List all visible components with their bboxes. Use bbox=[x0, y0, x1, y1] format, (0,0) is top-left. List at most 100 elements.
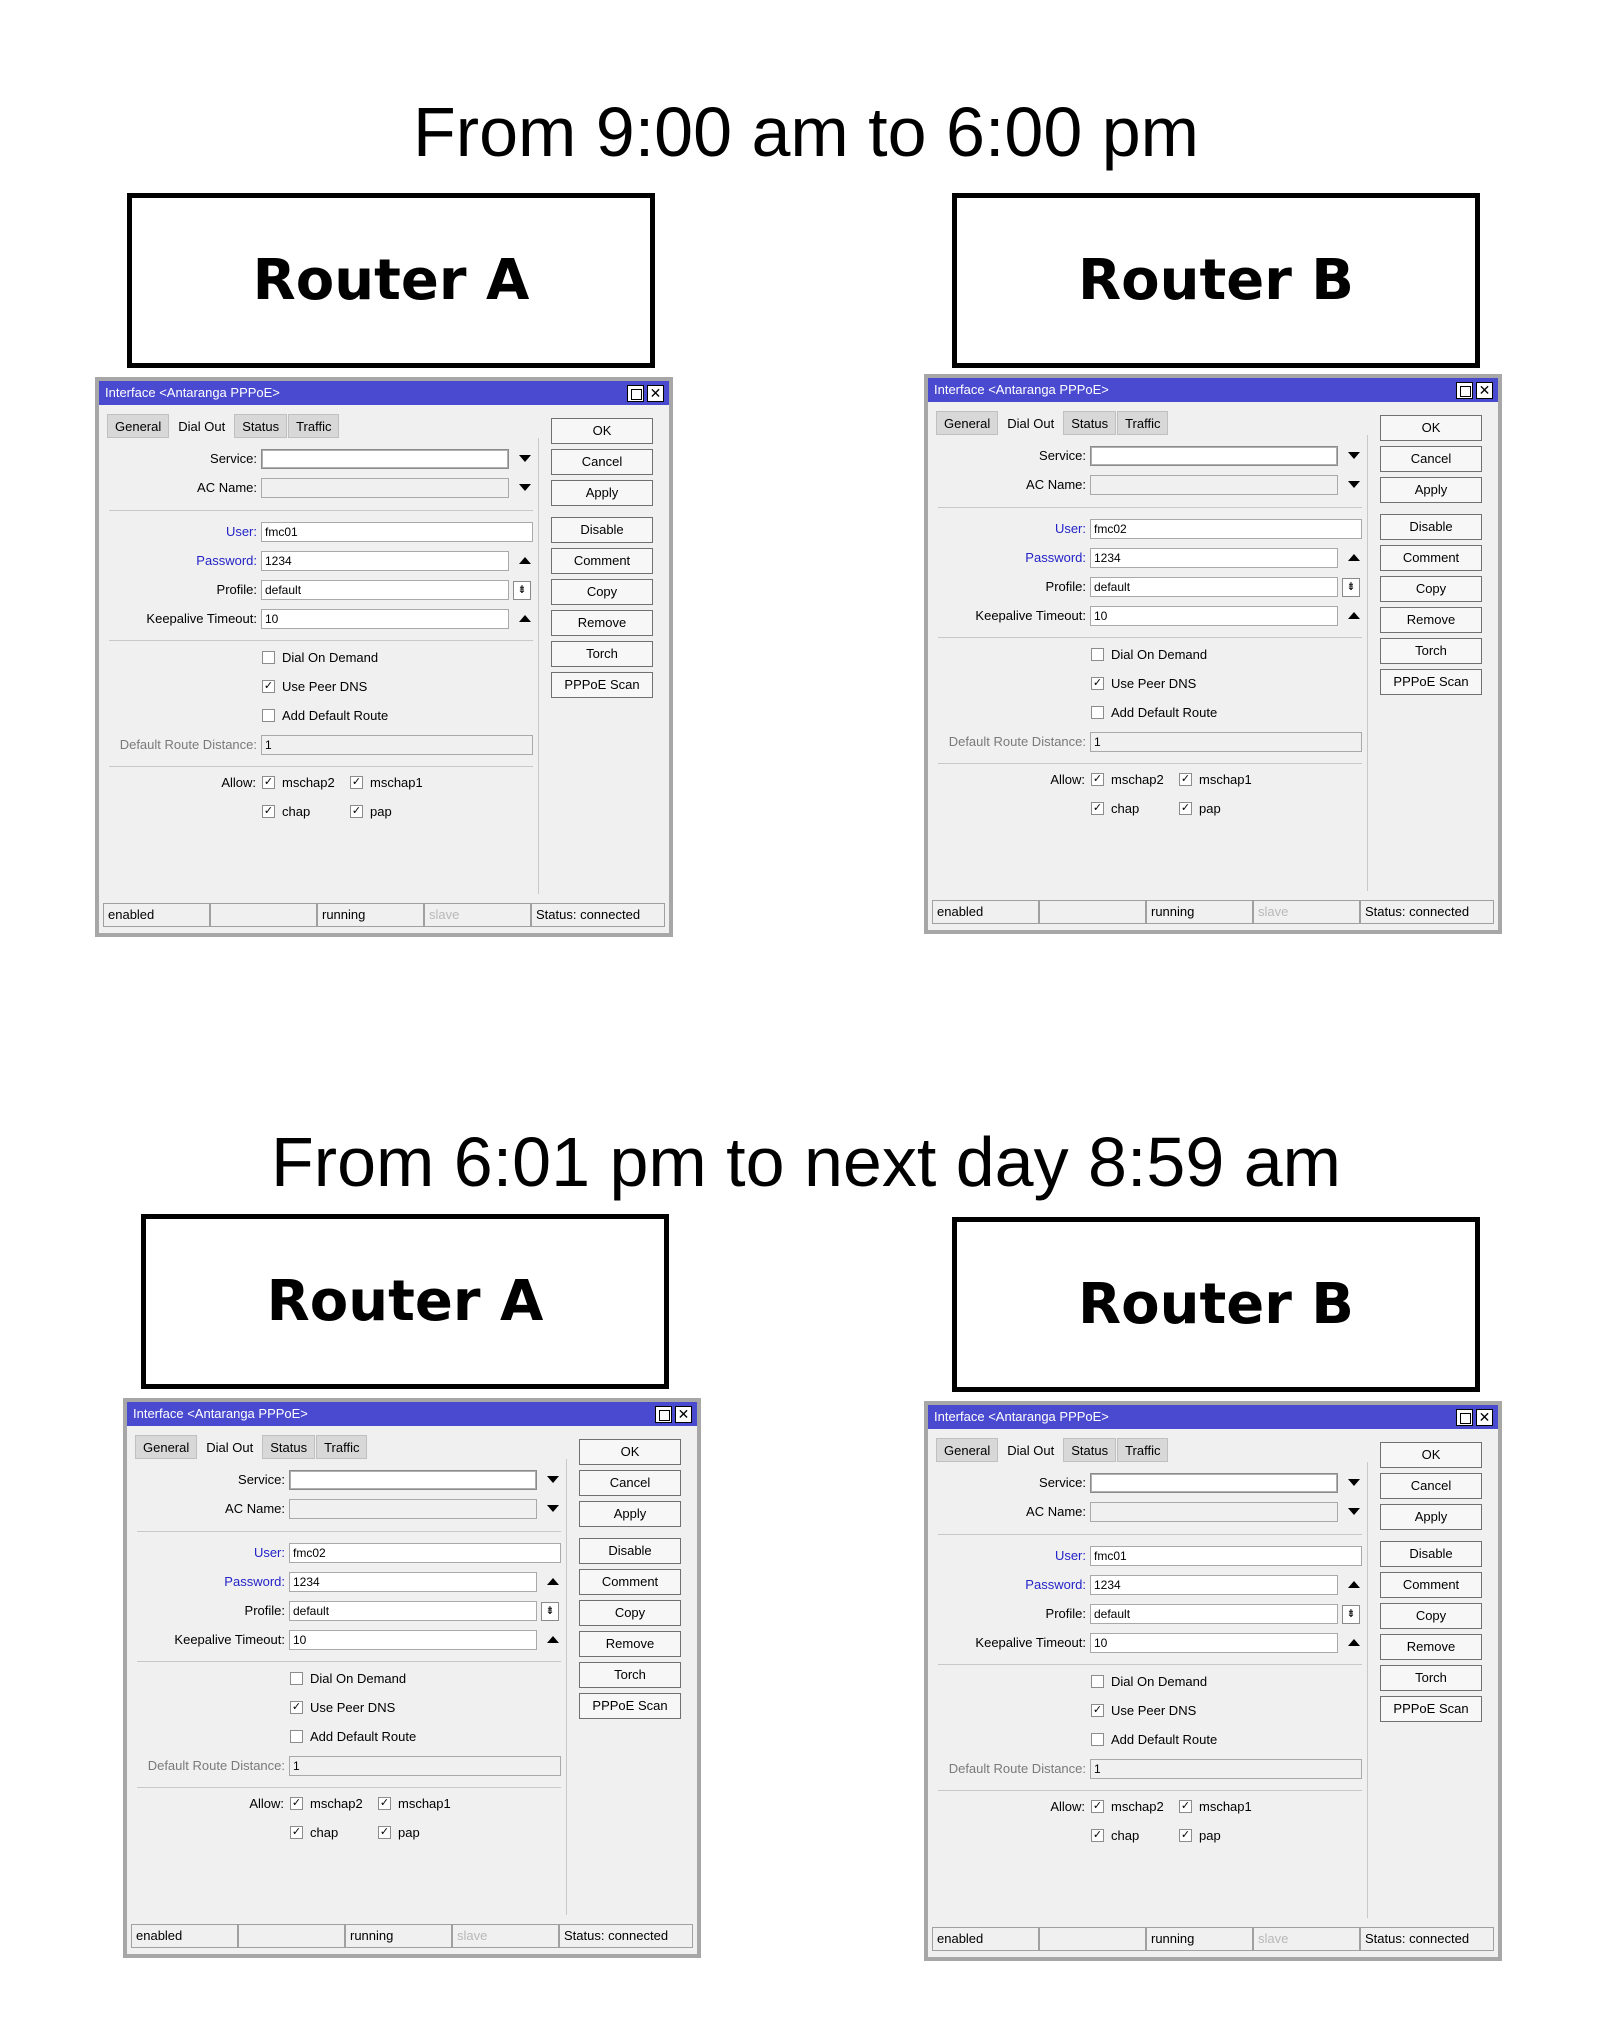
ac-name-select[interactable] bbox=[1090, 1502, 1338, 1522]
tab-traffic[interactable]: Traffic bbox=[1117, 411, 1169, 435]
use-peer-dns-checkbox[interactable]: ✓ bbox=[290, 1701, 303, 1714]
maximize-icon[interactable] bbox=[1456, 1409, 1473, 1426]
default-route-distance-field[interactable]: 1 bbox=[1090, 1759, 1362, 1779]
add-default-route-checkbox[interactable] bbox=[262, 709, 275, 722]
mschap1-checkbox[interactable]: ✓ bbox=[378, 1797, 391, 1810]
chap-checkbox[interactable]: ✓ bbox=[262, 805, 275, 818]
keepalive-collapse-icon[interactable] bbox=[1348, 1639, 1360, 1646]
pppoe-scan-button[interactable]: PPPoE Scan bbox=[1380, 669, 1482, 695]
default-route-distance-field[interactable]: 1 bbox=[289, 1756, 561, 1776]
comment-button[interactable]: Comment bbox=[579, 1569, 681, 1595]
ok-button[interactable]: OK bbox=[1380, 1442, 1482, 1468]
profile-dropdown-icon[interactable]: ⇟ bbox=[513, 581, 531, 600]
mschap1-checkbox[interactable]: ✓ bbox=[1179, 1800, 1192, 1813]
profile-select[interactable]: default bbox=[289, 1601, 537, 1621]
tab-status[interactable]: Status bbox=[1063, 1438, 1117, 1462]
tab-general[interactable]: General bbox=[936, 411, 999, 435]
comment-button[interactable]: Comment bbox=[551, 548, 653, 574]
dial-on-demand-checkbox[interactable] bbox=[290, 1672, 303, 1685]
tab-traffic[interactable]: Traffic bbox=[288, 414, 340, 438]
add-default-route-checkbox[interactable] bbox=[290, 1730, 303, 1743]
password-collapse-icon[interactable] bbox=[1348, 1581, 1360, 1588]
copy-button[interactable]: Copy bbox=[579, 1600, 681, 1626]
ac-name-select[interactable] bbox=[289, 1499, 537, 1519]
remove-button[interactable]: Remove bbox=[1380, 607, 1482, 633]
dial-on-demand-checkbox[interactable] bbox=[1091, 648, 1104, 661]
apply-button[interactable]: Apply bbox=[551, 480, 653, 506]
ac-name-dropdown-icon[interactable] bbox=[519, 484, 531, 491]
keepalive-collapse-icon[interactable] bbox=[519, 615, 531, 622]
pap-checkbox[interactable]: ✓ bbox=[1179, 802, 1192, 815]
tab-general[interactable]: General bbox=[107, 414, 170, 438]
apply-button[interactable]: Apply bbox=[1380, 477, 1482, 503]
profile-dropdown-icon[interactable]: ⇟ bbox=[1342, 578, 1360, 597]
profile-dropdown-icon[interactable]: ⇟ bbox=[1342, 1605, 1360, 1624]
pap-checkbox[interactable]: ✓ bbox=[378, 1826, 391, 1839]
service-dropdown-icon[interactable] bbox=[547, 1476, 559, 1483]
password-field[interactable]: 1234 bbox=[1090, 1575, 1338, 1595]
pppoe-scan-button[interactable]: PPPoE Scan bbox=[579, 1693, 681, 1719]
disable-button[interactable]: Disable bbox=[1380, 514, 1482, 540]
password-collapse-icon[interactable] bbox=[547, 1578, 559, 1585]
dial-on-demand-checkbox[interactable] bbox=[1091, 1675, 1104, 1688]
mschap1-checkbox[interactable]: ✓ bbox=[1179, 773, 1192, 786]
user-field[interactable]: fmc01 bbox=[1090, 1546, 1362, 1566]
keepalive-timeout-field[interactable]: 10 bbox=[1090, 606, 1338, 626]
keepalive-timeout-field[interactable]: 10 bbox=[261, 609, 509, 629]
cancel-button[interactable]: Cancel bbox=[579, 1470, 681, 1496]
copy-button[interactable]: Copy bbox=[551, 579, 653, 605]
comment-button[interactable]: Comment bbox=[1380, 1572, 1482, 1598]
use-peer-dns-checkbox[interactable]: ✓ bbox=[1091, 677, 1104, 690]
close-icon[interactable]: ✕ bbox=[675, 1406, 692, 1423]
ac-name-dropdown-icon[interactable] bbox=[1348, 481, 1360, 488]
use-peer-dns-checkbox[interactable]: ✓ bbox=[1091, 1704, 1104, 1717]
close-icon[interactable]: ✕ bbox=[1476, 1409, 1493, 1426]
user-field[interactable]: fmc02 bbox=[1090, 519, 1362, 539]
cancel-button[interactable]: Cancel bbox=[1380, 1473, 1482, 1499]
torch-button[interactable]: Torch bbox=[1380, 1665, 1482, 1691]
remove-button[interactable]: Remove bbox=[551, 610, 653, 636]
tab-status[interactable]: Status bbox=[262, 1435, 316, 1459]
profile-dropdown-icon[interactable]: ⇟ bbox=[541, 1602, 559, 1621]
comment-button[interactable]: Comment bbox=[1380, 545, 1482, 571]
maximize-icon[interactable] bbox=[627, 385, 644, 402]
tab-dial-out[interactable]: Dial Out bbox=[999, 1438, 1063, 1462]
mschap2-checkbox[interactable]: ✓ bbox=[1091, 773, 1104, 786]
service-select[interactable] bbox=[261, 449, 509, 469]
dial-on-demand-checkbox[interactable] bbox=[262, 651, 275, 664]
close-icon[interactable]: ✕ bbox=[1476, 382, 1493, 399]
tab-dial-out[interactable]: Dial Out bbox=[999, 411, 1063, 435]
add-default-route-checkbox[interactable] bbox=[1091, 1733, 1104, 1746]
ac-name-select[interactable] bbox=[261, 478, 509, 498]
mschap2-checkbox[interactable]: ✓ bbox=[290, 1797, 303, 1810]
chap-checkbox[interactable]: ✓ bbox=[1091, 1829, 1104, 1842]
password-collapse-icon[interactable] bbox=[1348, 554, 1360, 561]
torch-button[interactable]: Torch bbox=[1380, 638, 1482, 664]
copy-button[interactable]: Copy bbox=[1380, 1603, 1482, 1629]
tab-dial-out[interactable]: Dial Out bbox=[170, 414, 234, 438]
service-dropdown-icon[interactable] bbox=[1348, 452, 1360, 459]
ac-name-select[interactable] bbox=[1090, 475, 1338, 495]
close-icon[interactable]: ✕ bbox=[647, 385, 664, 402]
pap-checkbox[interactable]: ✓ bbox=[350, 805, 363, 818]
keepalive-collapse-icon[interactable] bbox=[547, 1636, 559, 1643]
profile-select[interactable]: default bbox=[1090, 1604, 1338, 1624]
user-field[interactable]: fmc01 bbox=[261, 522, 533, 542]
tab-status[interactable]: Status bbox=[234, 414, 288, 438]
maximize-icon[interactable] bbox=[1456, 382, 1473, 399]
disable-button[interactable]: Disable bbox=[579, 1538, 681, 1564]
use-peer-dns-checkbox[interactable]: ✓ bbox=[262, 680, 275, 693]
disable-button[interactable]: Disable bbox=[551, 517, 653, 543]
tab-traffic[interactable]: Traffic bbox=[1117, 1438, 1169, 1462]
mschap2-checkbox[interactable]: ✓ bbox=[1091, 1800, 1104, 1813]
pppoe-scan-button[interactable]: PPPoE Scan bbox=[1380, 1696, 1482, 1722]
window-titlebar[interactable]: Interface <Antaranga PPPoE> ✕ bbox=[928, 378, 1498, 402]
pap-checkbox[interactable]: ✓ bbox=[1179, 1829, 1192, 1842]
mschap2-checkbox[interactable]: ✓ bbox=[262, 776, 275, 789]
ok-button[interactable]: OK bbox=[1380, 415, 1482, 441]
add-default-route-checkbox[interactable] bbox=[1091, 706, 1104, 719]
torch-button[interactable]: Torch bbox=[551, 641, 653, 667]
remove-button[interactable]: Remove bbox=[579, 1631, 681, 1657]
window-titlebar[interactable]: Interface <Antaranga PPPoE> ✕ bbox=[928, 1405, 1498, 1429]
window-titlebar[interactable]: Interface <Antaranga PPPoE> ✕ bbox=[127, 1402, 697, 1426]
